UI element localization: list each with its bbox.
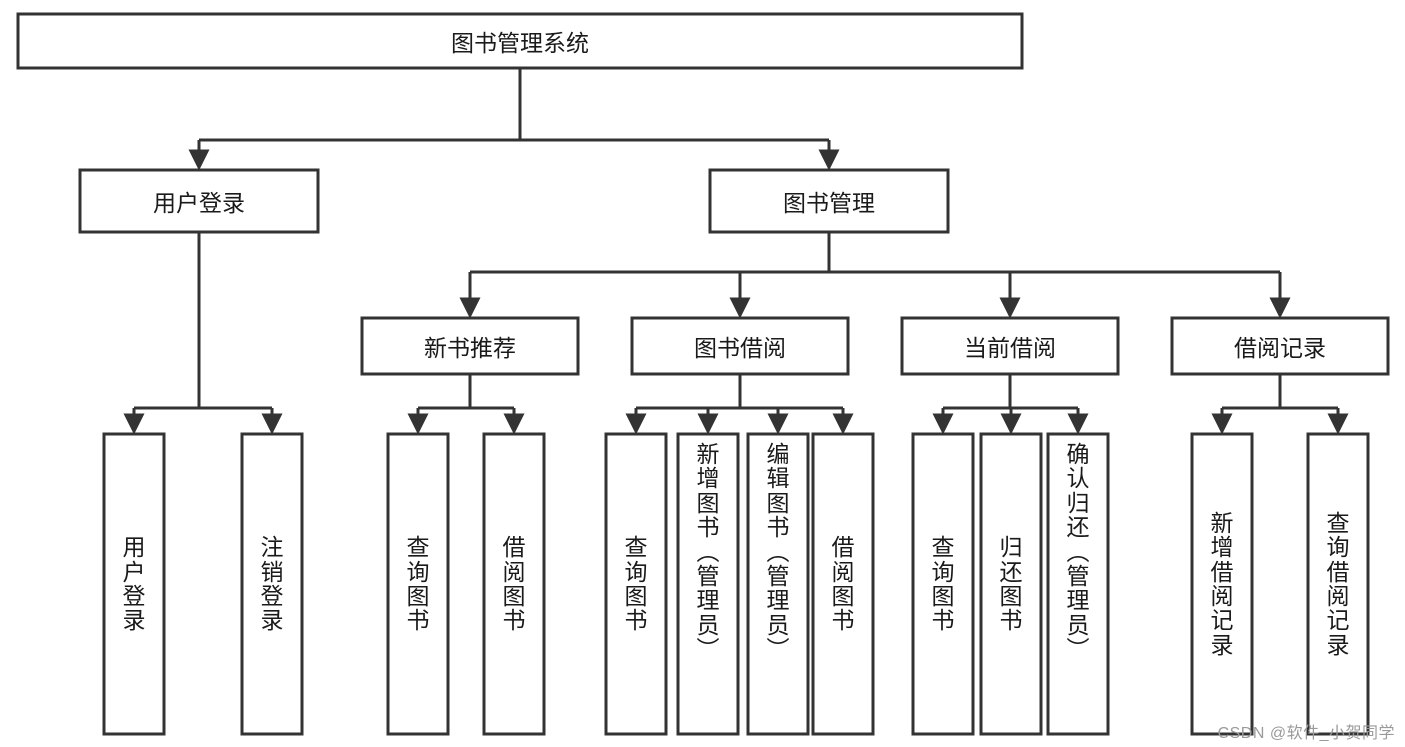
node-root[interactable] [16, 12, 1024, 70]
node-borrow-record[interactable] [1170, 316, 1390, 376]
node-leaf-edit-book[interactable] [746, 432, 810, 736]
watermark: CSDN @软件_小贺同学 [1217, 725, 1395, 742]
node-leaf-add-book[interactable] [676, 432, 740, 736]
node-leaf-user-login[interactable] [102, 432, 166, 736]
node-leaf-borrow-book-2[interactable] [811, 432, 875, 736]
node-current-borrow[interactable] [900, 316, 1120, 376]
node-leaf-confirm-return[interactable] [1046, 432, 1110, 736]
node-leaf-query-book-1[interactable] [386, 432, 450, 736]
node-book-borrow[interactable] [630, 316, 850, 376]
node-new-book-rec[interactable] [360, 316, 580, 376]
node-book-manage[interactable] [708, 168, 950, 234]
box-layer [16, 12, 1390, 736]
node-leaf-query-book-2[interactable] [604, 432, 668, 736]
connector-layer [123, 68, 1349, 435]
node-leaf-logout[interactable] [240, 432, 304, 736]
node-leaf-query-record[interactable] [1306, 432, 1370, 736]
node-leaf-query-book-3[interactable] [911, 432, 975, 736]
node-leaf-add-record[interactable] [1190, 432, 1254, 736]
node-leaf-return-book[interactable] [979, 432, 1043, 736]
node-user-login[interactable] [78, 168, 320, 234]
node-leaf-borrow-book-1[interactable] [482, 432, 546, 736]
